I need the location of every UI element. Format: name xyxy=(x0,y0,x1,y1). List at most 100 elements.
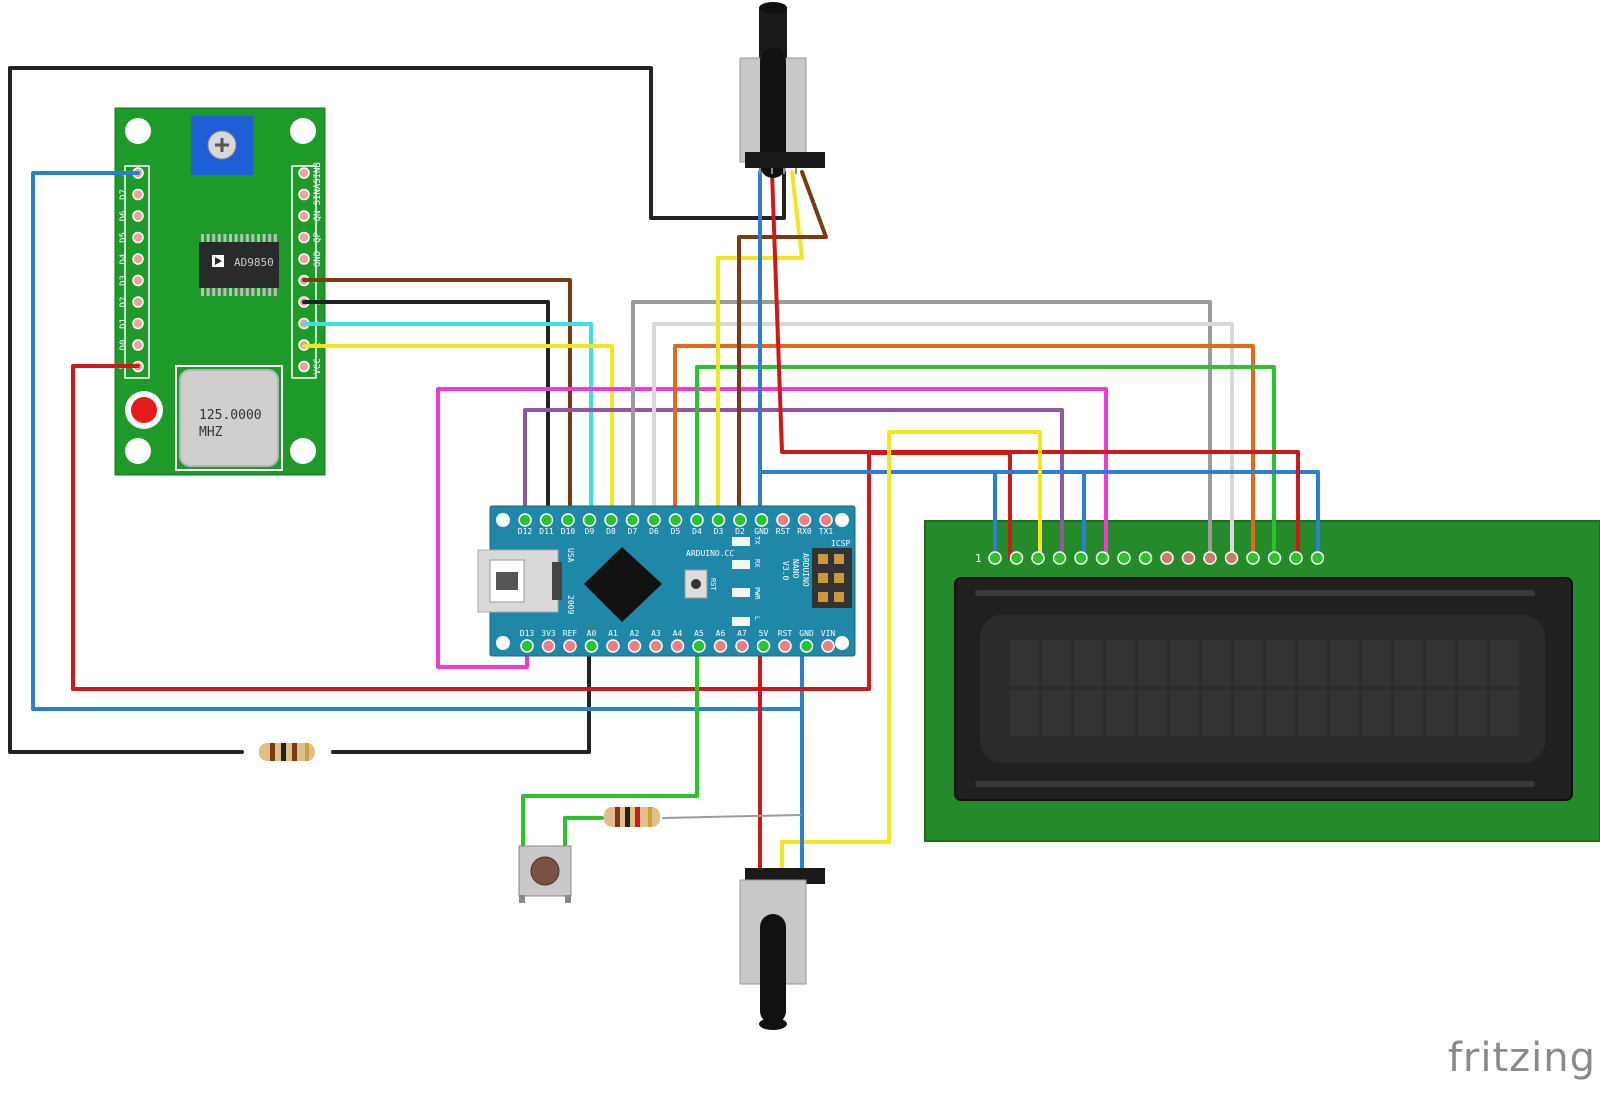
dds-left-pin xyxy=(132,188,144,201)
lcd-cell xyxy=(1170,690,1199,736)
lcd-pin xyxy=(1160,551,1174,565)
nano-bottom-pin xyxy=(799,639,814,653)
lcd-cell xyxy=(1010,640,1039,686)
nano-top-pin-label: D9 xyxy=(585,527,595,536)
lcd-pin xyxy=(1267,551,1282,565)
nano-top-pin-label: D2 xyxy=(735,527,745,536)
lcd-pin1-label: 1 xyxy=(975,552,982,565)
lcd-cell xyxy=(1490,690,1519,736)
lcd-pin xyxy=(1095,551,1110,565)
dds-left-pin xyxy=(132,210,144,222)
wire-magenta-d13 xyxy=(436,387,1108,669)
nano-top-pin-label: D4 xyxy=(692,527,702,536)
dds-left-pin-label: D7 xyxy=(119,189,129,200)
nano-bottom-pin-label: RST xyxy=(778,629,793,638)
nano-bottom-pin-label: A3 xyxy=(651,629,661,638)
nano-bottom-pin-label: A4 xyxy=(673,629,683,638)
nano-top-pin xyxy=(625,513,640,527)
dds-left-pin-label: D5 xyxy=(119,232,129,243)
lcd-character-grid xyxy=(1010,640,1519,736)
dds-left-pin-label: D4 xyxy=(119,254,129,265)
nano-top-pin-label: D10 xyxy=(561,527,576,536)
potentiometer-top[interactable] xyxy=(739,2,825,178)
nano-bottom-pin-label: A1 xyxy=(608,629,618,638)
wire-brown-d2 xyxy=(737,170,828,522)
lcd-pin xyxy=(1052,551,1067,565)
nano-bottom-pin xyxy=(692,639,706,653)
nano-bottom-pin-label: A7 xyxy=(737,629,747,638)
push-button[interactable] xyxy=(518,845,572,903)
wire-black-left xyxy=(8,66,244,754)
dds-left-pin-label: D6 xyxy=(119,211,129,222)
nano-bottom-pin-label: A5 xyxy=(694,629,704,638)
wire-brown-w-clk xyxy=(302,278,572,522)
nano-top-pin xyxy=(819,513,833,527)
nano-top-pin-label: RX0 xyxy=(797,527,812,536)
nano-bottom-pin-label: D13 xyxy=(520,629,535,638)
dds-left-pin xyxy=(132,339,144,351)
lcd-pin xyxy=(988,551,1002,565)
lcd-cell xyxy=(1202,640,1231,686)
nano-top-pin xyxy=(754,513,769,527)
lcd-pin xyxy=(1031,551,1045,565)
nano-bottom-pin xyxy=(756,639,771,653)
resistor-2 xyxy=(604,807,660,827)
lcd-pin xyxy=(1246,551,1260,565)
nano-top-pin xyxy=(776,513,790,527)
nano-top-pin xyxy=(518,513,532,527)
dds-right-pin xyxy=(298,253,310,265)
lcd-cell xyxy=(1234,640,1263,686)
nano-board-name: ARDUINO xyxy=(801,553,810,587)
nano-bottom-pin xyxy=(649,639,663,653)
nano-rst-label: RST xyxy=(709,578,717,591)
nano-top-pin xyxy=(647,513,661,527)
arduino-nano: ARDUINO.CC ICSP RST USA 2009 ARDUINO NAN… xyxy=(477,505,856,657)
wire-black-fq-ud xyxy=(302,300,550,522)
nano-top-pin xyxy=(604,513,618,527)
potentiometer-bottom[interactable] xyxy=(739,868,825,1030)
nano-bottom-pin xyxy=(541,639,556,653)
dds-right-pin-label: QP xyxy=(313,232,323,243)
crystal-oscillator: 125.0000 MHZ xyxy=(175,365,283,471)
nano-top-pin xyxy=(582,513,597,527)
lcd-cell xyxy=(1106,640,1135,686)
dds-left-pin xyxy=(132,296,144,308)
nano-usa-label: USA xyxy=(566,548,575,563)
nano-top-pin xyxy=(561,513,575,527)
dds-left-pin-label: D0 xyxy=(119,340,129,351)
dds-left-pin xyxy=(132,317,144,330)
nano-top-pin-label: RST xyxy=(776,527,791,536)
lcd-cell xyxy=(1394,640,1423,686)
nano-year-label: 2009 xyxy=(566,595,575,614)
wire-cyan-data xyxy=(302,322,593,522)
lcd-pin xyxy=(1117,551,1131,565)
nano-bottom-pin xyxy=(627,639,642,653)
nano-bottom-pin-label: GND xyxy=(799,629,814,638)
dds-right-pin-label: SINA xyxy=(313,183,323,205)
nano-bottom-pin-label: VIN xyxy=(821,629,836,638)
lcd-cell xyxy=(1266,690,1295,736)
wire-white-d6 xyxy=(652,322,1234,560)
lcd-module: 1 xyxy=(924,520,1600,842)
nano-top-pin-label: D3 xyxy=(714,527,724,536)
icsp-header xyxy=(812,548,852,608)
nano-top-pin xyxy=(539,513,554,527)
lcd-pin xyxy=(1310,551,1325,565)
nano-led-label: TX xyxy=(753,536,761,545)
wire-gray-d7 xyxy=(631,300,1212,560)
lcd-cell xyxy=(1074,640,1103,686)
wire-gray-res-gnd xyxy=(662,814,801,819)
lcd-pin xyxy=(1289,551,1303,565)
nano-top-pin xyxy=(668,513,683,527)
lcd-cell xyxy=(1106,690,1135,736)
lcd-cell xyxy=(1042,640,1071,686)
lcd-cell xyxy=(1394,690,1423,736)
lcd-header-pins xyxy=(988,551,1325,565)
nano-top-pin-label: GND xyxy=(754,527,769,536)
nano-maker: ARDUINO.CC xyxy=(686,549,734,558)
lcd-cell xyxy=(1458,640,1487,686)
atmega-chip xyxy=(584,547,662,622)
dds-right-pin-label: QN xyxy=(313,211,323,222)
lcd-cell xyxy=(1074,690,1103,736)
